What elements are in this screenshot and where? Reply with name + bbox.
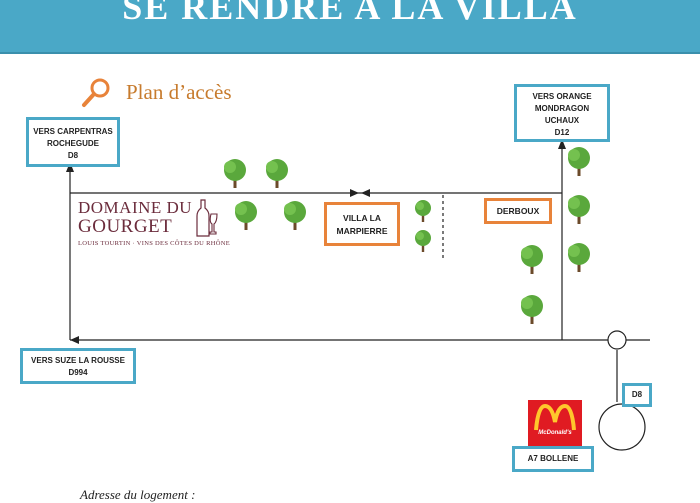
arrow-villa-left — [361, 189, 370, 197]
direction-line: D8 — [631, 390, 643, 399]
villa-line: MARPIERRE — [336, 226, 388, 236]
villa-marpierre-box: VILLA LA MARPIERRE — [324, 202, 400, 246]
arrow-villa-right — [350, 189, 359, 197]
direction-line: VERS SUZE LA ROUSSE — [31, 356, 125, 365]
roundabout-small — [607, 330, 627, 350]
tree-icon — [568, 243, 590, 272]
mcdonalds-logo: McDonald's — [528, 400, 582, 446]
tree-icon — [235, 201, 257, 230]
tree-icon — [568, 147, 590, 176]
wine-bottle-icon — [196, 199, 218, 237]
tree-icon — [415, 200, 431, 222]
tree-icon — [266, 159, 288, 188]
golden-arches-icon — [534, 403, 576, 431]
tree-icon — [521, 295, 543, 324]
direction-line: D12 — [554, 128, 570, 137]
tree-icon — [284, 201, 306, 230]
direction-suze: VERS SUZE LA ROUSSE D994 — [20, 348, 136, 384]
direction-orange: VERS ORANGE MONDRAGON UCHAUX D12 — [514, 84, 610, 142]
arrow-to-suze — [70, 336, 79, 344]
roundabout-large — [598, 403, 646, 451]
header-banner: SE RENDRE A LA VILLA — [0, 0, 700, 54]
derboux-box: DERBOUX — [484, 198, 552, 224]
brand-line-3: LOUIS TOURTIN · VINS DES CÔTES DU RHÔNE — [78, 240, 230, 247]
plan-title: Plan d’accès — [126, 80, 232, 104]
direction-d8: D8 — [622, 383, 652, 407]
direction-line: VERS CARPENTRAS — [33, 127, 113, 136]
tree-icon — [224, 159, 246, 188]
address-label: Adresse du logement : — [80, 487, 196, 502]
direction-bollene: A7 BOLLENE — [512, 446, 594, 472]
magnifier-icon — [82, 78, 110, 107]
direction-line: VERS ORANGE — [532, 92, 592, 101]
direction-line: A7 BOLLENE — [527, 454, 579, 463]
direction-carpentras: VERS CARPENTRAS ROCHEGUDE D8 — [26, 117, 120, 167]
brand-line-1: DOMAINE DU — [78, 198, 193, 217]
arrow-to-orange — [558, 139, 566, 149]
arrow-to-carpentras — [66, 162, 74, 172]
mcdonalds-label: McDonald's — [538, 430, 572, 436]
tree-icon — [521, 245, 543, 274]
tree-icon — [568, 195, 590, 224]
domaine-du-gourget-logo: DOMAINE DU GOURGET LOUIS TOURTIN · VINS … — [76, 198, 251, 258]
page-title: SE RENDRE A LA VILLA — [122, 0, 578, 27]
direction-line: UCHAUX — [544, 116, 580, 125]
direction-line: D8 — [67, 151, 79, 160]
derboux-label: DERBOUX — [496, 206, 540, 216]
direction-line: ROCHEGUDE — [46, 139, 99, 148]
brand-line-2: GOURGET — [78, 216, 173, 237]
villa-line: VILLA LA — [343, 213, 381, 223]
direction-line: MONDRAGON — [534, 104, 590, 113]
tree-icon — [415, 230, 431, 252]
direction-line: D994 — [68, 368, 88, 377]
